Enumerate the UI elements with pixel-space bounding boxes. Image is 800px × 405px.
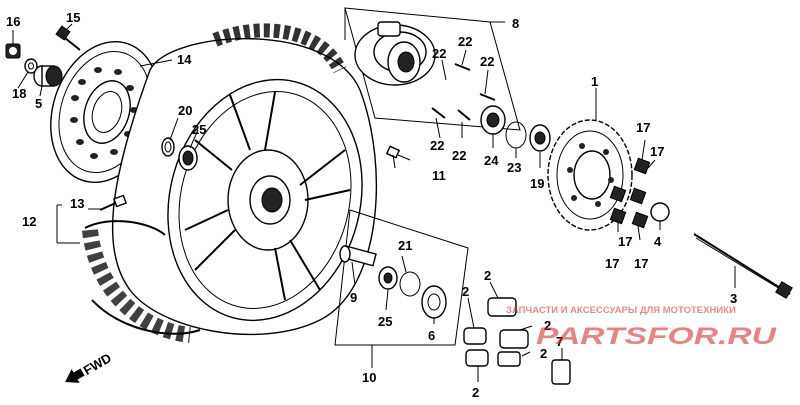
brake-disc bbox=[50, 40, 160, 184]
bearing-25-lower bbox=[378, 266, 398, 290]
label-7: 7 bbox=[556, 334, 563, 349]
label-12: 12 bbox=[22, 214, 36, 229]
label-2e: 2 bbox=[472, 385, 479, 400]
dust-seal-6 bbox=[421, 285, 447, 319]
fwd-arrow: FWD bbox=[65, 350, 114, 383]
label-1: 1 bbox=[591, 74, 598, 89]
label-13: 13 bbox=[70, 196, 84, 211]
label-19: 19 bbox=[530, 176, 544, 191]
watermark-tagline: ЗАПЧАСТИ И АКСЕССУАРЫ ДЛЯ МОТОТЕХНИКИ bbox=[506, 305, 736, 316]
label-9: 9 bbox=[350, 290, 357, 305]
circlip-23 bbox=[505, 121, 527, 149]
label-18: 18 bbox=[12, 86, 26, 101]
label-11: 11 bbox=[432, 168, 446, 183]
nut-16 bbox=[5, 43, 21, 59]
label-24: 24 bbox=[484, 153, 499, 168]
hub-box-8 bbox=[344, 7, 521, 131]
label-2d: 2 bbox=[540, 346, 547, 361]
label-25-upper: 25 bbox=[192, 122, 206, 137]
label-23: 23 bbox=[507, 160, 521, 175]
watermark: ЗАПЧАСТИ И АКСЕССУАРЫ ДЛЯ МОТОТЕХНИКИ PA… bbox=[506, 305, 777, 350]
label-17a: 17 bbox=[636, 120, 650, 135]
watermark-brand: PARTSFOR.RU bbox=[536, 323, 777, 350]
label-2c: 2 bbox=[544, 318, 551, 333]
label-17c: 17 bbox=[618, 234, 632, 249]
bushing-7 bbox=[551, 359, 571, 385]
label-22c: 22 bbox=[432, 46, 446, 61]
label-17d: 17 bbox=[605, 256, 619, 271]
spacer-9 bbox=[339, 245, 377, 267]
label-22b: 22 bbox=[480, 54, 494, 69]
bearing-24 bbox=[480, 105, 506, 135]
circlip-21 bbox=[399, 271, 421, 297]
label-6: 6 bbox=[428, 328, 435, 343]
label-16: 16 bbox=[6, 14, 20, 29]
collar-5 bbox=[33, 65, 63, 87]
label-4: 4 bbox=[654, 234, 662, 249]
bolt-11 bbox=[385, 145, 401, 159]
label-22a: 22 bbox=[458, 34, 472, 49]
washer-18 bbox=[24, 58, 38, 74]
dampers-2 bbox=[463, 297, 529, 367]
dust-seal-20 bbox=[161, 137, 175, 157]
cap-4 bbox=[650, 202, 670, 222]
leader-lines bbox=[12, 8, 736, 382]
label-17e: 17 bbox=[634, 256, 648, 271]
label-15: 15 bbox=[66, 10, 80, 25]
final-driven-flange bbox=[354, 21, 436, 86]
lower-box-10 bbox=[334, 209, 469, 346]
bearing-25-upper bbox=[178, 145, 198, 171]
label-25-lower: 25 bbox=[378, 314, 392, 329]
label-8: 8 bbox=[512, 16, 519, 31]
driven-sprocket bbox=[547, 119, 633, 231]
label-21: 21 bbox=[398, 238, 412, 253]
label-17b: 17 bbox=[650, 144, 664, 159]
axle-3 bbox=[693, 233, 793, 299]
label-3: 3 bbox=[730, 291, 737, 306]
studs-22 bbox=[431, 63, 496, 121]
fwd-label: FWD bbox=[81, 350, 114, 378]
wheel-rim bbox=[167, 78, 363, 322]
nuts-17 bbox=[609, 157, 651, 229]
label-2a: 2 bbox=[484, 268, 491, 283]
bearing-19 bbox=[529, 124, 551, 152]
bolt-15 bbox=[55, 25, 81, 51]
label-2b: 2 bbox=[462, 284, 469, 299]
label-22d: 22 bbox=[430, 138, 444, 153]
label-10: 10 bbox=[362, 370, 376, 385]
label-5: 5 bbox=[35, 96, 42, 111]
label-20: 20 bbox=[178, 103, 192, 118]
label-22e: 22 bbox=[452, 148, 466, 163]
label-14: 14 bbox=[177, 52, 192, 67]
callout-labels: 16 15 18 5 14 20 25 13 12 11 8 22 22 22 … bbox=[6, 10, 737, 400]
